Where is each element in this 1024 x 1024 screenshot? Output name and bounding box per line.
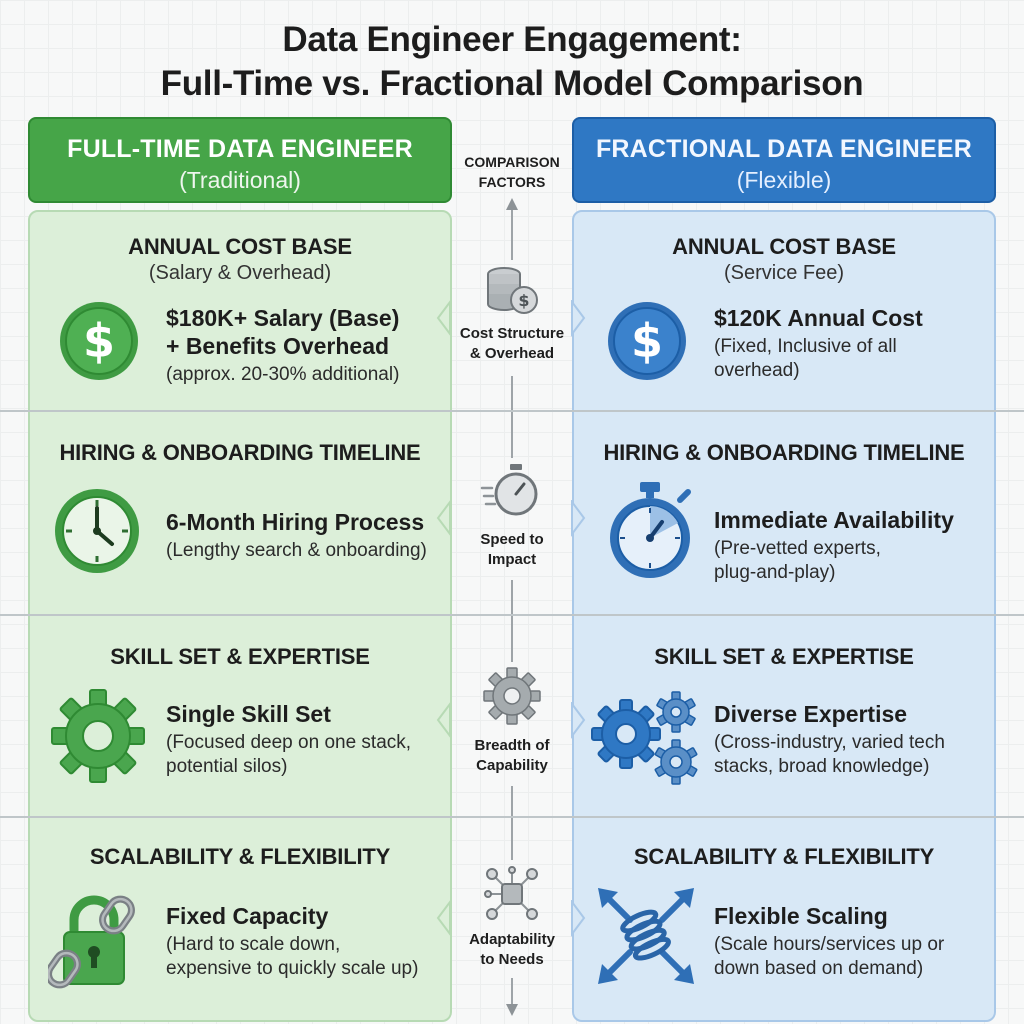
factor-line-1: Speed to <box>480 531 544 548</box>
spring-arrows-icon <box>598 888 694 984</box>
multi-gear-icon <box>591 691 698 785</box>
scalability-detail-line-1: (Scale hours/services up or <box>714 934 945 955</box>
skills-main-line: Single Skill Set <box>166 701 331 727</box>
comparison-factors-line-2: FACTORS <box>478 174 546 190</box>
gear-icon <box>51 689 145 783</box>
full-time-cost-section: ANNUAL COST BASE (Salary & Overhead) $ $… <box>28 210 452 410</box>
scalability-detail-line-2: expensive to quickly scale up) <box>166 958 419 979</box>
factor-speed-to-impact: Speed to Impact <box>452 530 572 570</box>
skills-main-line: Diverse Expertise <box>714 701 908 727</box>
network-nodes-icon <box>484 866 538 920</box>
hiring-detail-line-1: (Pre-vetted experts, <box>714 538 881 559</box>
axis-arrow-up-icon <box>506 198 518 210</box>
center-axis <box>506 198 518 1016</box>
factor-cost-structure: Cost Structure & Overhead <box>452 324 572 364</box>
section-title: ANNUAL COST BASE <box>672 234 896 259</box>
fractional-header-subtitle: (Flexible) <box>736 167 832 193</box>
cost-main-line: $120K Annual Cost <box>714 305 923 331</box>
section-title: ANNUAL COST BASE <box>128 234 352 259</box>
section-title: SCALABILITY & FLEXIBILITY <box>633 844 935 869</box>
full-time-header-subtitle: (Traditional) <box>179 167 301 193</box>
coins-dollar-icon: $ <box>487 267 538 314</box>
hiring-main-line: 6-Month Hiring Process <box>166 509 425 535</box>
clock-icon <box>55 489 139 573</box>
dollar-coin-icon: $ <box>608 302 686 380</box>
full-time-scalability-section: SCALABILITY & FLEXIBILITY Fixed Capacity… <box>28 818 452 1022</box>
full-time-header: FULL-TIME DATA ENGINEER (Traditional) <box>28 117 452 203</box>
cost-detail-line-2: overhead) <box>714 360 800 381</box>
factor-line-2: to Needs <box>480 951 544 968</box>
factor-line-1: Breadth of <box>474 737 550 754</box>
scalability-main-line: Flexible Scaling <box>714 903 888 929</box>
fractional-hiring-section: HIRING & ONBOARDING TIMELINE Immediate A… <box>572 412 996 614</box>
fractional-skills-section: SKILL SET & EXPERTISE <box>572 616 996 816</box>
fractional-header: FRACTIONAL DATA ENGINEER (Flexible) <box>572 117 996 203</box>
factor-line-2: Capability <box>476 757 548 774</box>
stopwatch-icon <box>610 482 691 578</box>
page-title: Data Engineer Engagement: Full-Time vs. … <box>0 18 1024 106</box>
hiring-detail: (Lengthy search & onboarding) <box>166 540 427 561</box>
fast-stopwatch-icon <box>480 464 538 516</box>
factor-line-2: Impact <box>487 551 537 568</box>
scalability-detail-line-1: (Hard to scale down, <box>166 934 341 955</box>
comparison-factors-label: COMPARISON FACTORS <box>452 152 572 192</box>
dollar-coin-icon: $ <box>60 302 138 380</box>
full-time-skills-section: SKILL SET & EXPERTISE Single Skill Set (… <box>28 616 452 816</box>
fractional-cost-section: ANNUAL COST BASE (Service Fee) $ $120K A… <box>572 210 996 410</box>
scalability-detail-line-2: down based on demand) <box>714 958 924 979</box>
title-line-1: Data Engineer Engagement: <box>282 20 742 59</box>
scalability-main-line: Fixed Capacity <box>166 903 329 929</box>
gear-icon <box>483 667 541 725</box>
svg-text:$: $ <box>83 314 115 368</box>
section-subtitle: (Salary & Overhead) <box>148 262 332 284</box>
row-divider <box>0 614 1024 616</box>
full-time-header-title: FULL-TIME DATA ENGINEER <box>67 135 413 163</box>
fractional-scalability-section: SCALABILITY & FLEXIBILITY Flexible Scali… <box>572 818 996 1022</box>
section-title: SKILL SET & EXPERTISE <box>654 644 914 669</box>
hiring-main-line: Immediate Availability <box>714 507 954 533</box>
notch-row-2 <box>436 500 586 537</box>
cost-detail-line-1: (Fixed, Inclusive of all <box>714 336 897 357</box>
factor-line-1: Cost Structure <box>459 325 565 342</box>
comparison-factors-line-1: COMPARISON <box>464 154 560 170</box>
cost-main-line-2: + Benefits Overhead <box>166 333 390 359</box>
skills-detail-line-1: (Focused deep on one stack, <box>166 732 412 753</box>
skills-detail-line-1: (Cross-industry, varied tech <box>714 732 945 753</box>
factor-adaptability-to-needs: Adaptability to Needs <box>452 930 572 970</box>
row-divider <box>0 816 1024 818</box>
notch-row-3 <box>436 702 586 739</box>
skills-detail-line-2: potential silos) <box>166 756 288 777</box>
section-title: HIRING & ONBOARDING TIMELINE <box>603 440 965 465</box>
skills-detail-line-2: stacks, broad knowledge) <box>714 756 930 777</box>
notch-row-4 <box>436 900 586 937</box>
svg-text:$: $ <box>518 291 529 310</box>
full-time-hiring-section: HIRING & ONBOARDING TIMELINE 6-Month Hir… <box>28 412 452 614</box>
hiring-detail-line-2: plug-and-play) <box>714 562 836 583</box>
factor-breadth-of-capability: Breadth of Capability <box>452 736 572 776</box>
svg-text:$: $ <box>631 314 663 368</box>
section-title: HIRING & ONBOARDING TIMELINE <box>59 440 421 465</box>
section-subtitle: (Service Fee) <box>723 262 845 284</box>
cost-detail: (approx. 20-30% additional) <box>166 364 400 385</box>
factor-line-1: Adaptability <box>469 931 555 948</box>
axis-arrow-down-icon <box>506 1004 518 1016</box>
section-title: SKILL SET & EXPERTISE <box>110 644 370 669</box>
title-line-2: Full-Time vs. Fractional Model Compariso… <box>160 64 864 103</box>
fractional-header-title: FRACTIONAL DATA ENGINEER <box>595 135 973 163</box>
cost-main-line-1: $180K+ Salary (Base) <box>166 305 400 331</box>
notch-row-1 <box>436 300 586 337</box>
lock-chain-icon <box>48 895 135 989</box>
section-title: SCALABILITY & FLEXIBILITY <box>89 844 391 869</box>
row-divider <box>0 410 1024 412</box>
factor-line-2: & Overhead <box>469 345 555 362</box>
